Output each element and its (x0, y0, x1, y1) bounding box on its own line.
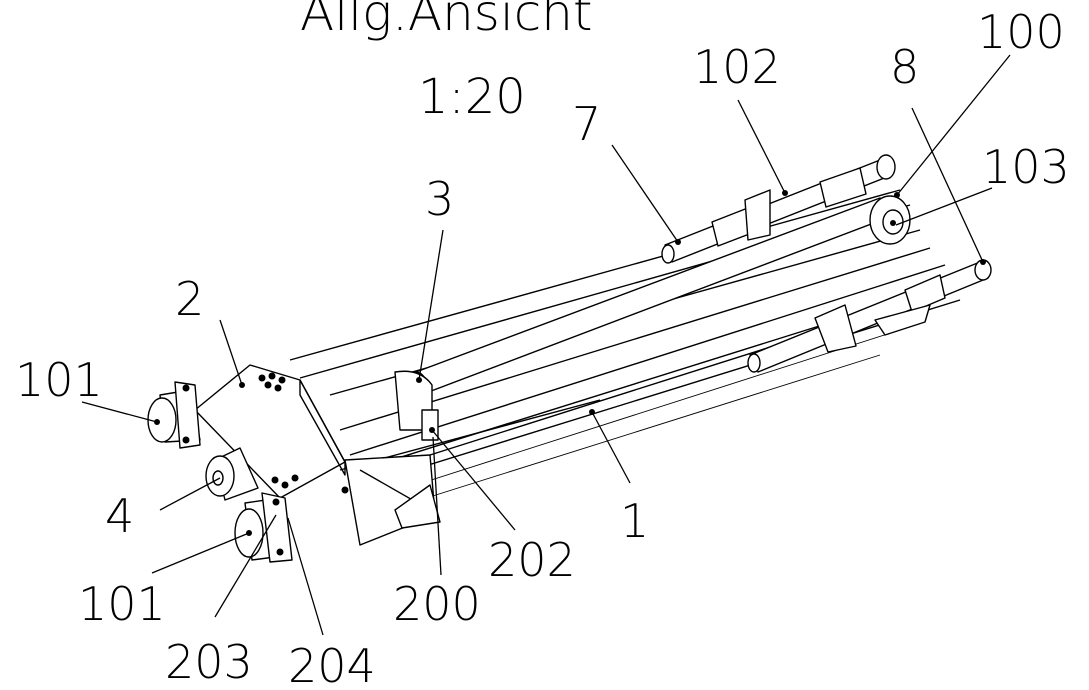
callout-103: 103 (982, 140, 1070, 194)
callout-100: 100 (977, 5, 1065, 59)
drawing-title: Allg.Ansicht (300, 0, 593, 42)
callout-101-lower: 101 (78, 577, 166, 631)
leader-lines (81, 54, 1011, 636)
callout-203: 203 (165, 635, 253, 689)
callout-102: 102 (693, 40, 781, 94)
callout-101-upper: 101 (15, 353, 103, 407)
scale-label: 1:20 (418, 69, 526, 125)
callout-2: 2 (175, 272, 204, 326)
leader-dots (154, 190, 986, 536)
callout-204: 204 (288, 639, 376, 690)
callout-3: 3 (425, 172, 454, 226)
callout-200: 200 (393, 577, 481, 631)
callout-202: 202 (488, 533, 576, 587)
callout-8: 8 (890, 40, 919, 94)
end-cap-upper (147, 397, 177, 443)
callout-1: 1 (620, 494, 649, 548)
callout-4: 4 (105, 489, 134, 543)
callout-7: 7 (572, 97, 601, 151)
frame-assembly (147, 154, 992, 563)
lower-rod (749, 261, 989, 373)
